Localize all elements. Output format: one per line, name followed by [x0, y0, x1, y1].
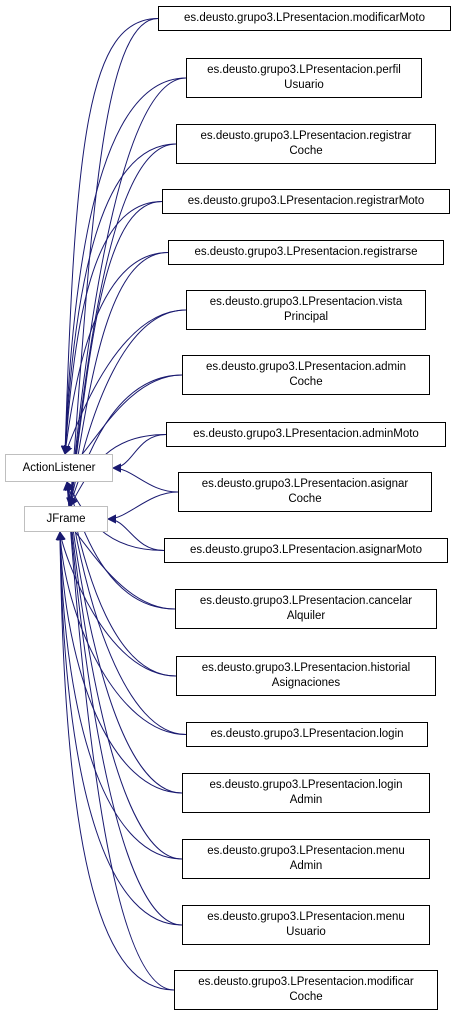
class-node-menuusuario[interactable]: es.deusto.grupo3.LPresentacion.menu Usua…	[182, 905, 430, 945]
edge-modificar_moto-to-jframe	[66, 18, 159, 507]
class-label: ActionListener	[22, 461, 96, 474]
class-node-jframe[interactable]: JFrame	[24, 506, 108, 532]
class-node-modificarmoto[interactable]: es.deusto.grupo3.LPresentacion.modificar…	[158, 6, 451, 31]
class-label: es.deusto.grupo3.LPresentacion.menu Admi…	[207, 845, 405, 872]
class-label: es.deusto.grupo3.LPresentacion.modificar…	[198, 976, 414, 1003]
class-node-admincoche[interactable]: es.deusto.grupo3.LPresentacion.admin Coc…	[182, 355, 430, 395]
edge-menu_admin-to-jframe	[55, 531, 183, 860]
edge-modificar_coche-to-jframe	[55, 531, 175, 991]
edge-registrar_coche-to-actionlistener	[60, 143, 177, 455]
class-label: es.deusto.grupo3.LPresentacion.vista Pri…	[209, 296, 403, 323]
edge-historial_asignaciones-to-jframe	[56, 531, 177, 677]
edge-registrar_moto-to-actionlistener	[61, 201, 163, 455]
class-node-registrarmoto[interactable]: es.deusto.grupo3.LPresentacion.registrar…	[162, 189, 450, 214]
class-node-loginadmin[interactable]: es.deusto.grupo3.LPresentacion.login Adm…	[182, 773, 430, 813]
class-label: es.deusto.grupo3.LPresentacion.cancelar …	[199, 595, 413, 622]
class-node-modificarcoche[interactable]: es.deusto.grupo3.LPresentacion.modificar…	[174, 970, 438, 1010]
class-node-registrarse[interactable]: es.deusto.grupo3.LPresentacion.registrar…	[168, 240, 444, 265]
class-node-historialasignaciones[interactable]: es.deusto.grupo3.LPresentacion.historial…	[176, 656, 436, 696]
edge-perfil_usuario-to-actionlistener	[60, 77, 187, 455]
class-node-actionlistener[interactable]: ActionListener	[5, 454, 113, 482]
class-label: es.deusto.grupo3.LPresentacion.adminMoto	[193, 428, 419, 440]
edge-asignar_coche-to-actionlistener	[112, 463, 179, 493]
class-node-asignarmoto[interactable]: es.deusto.grupo3.LPresentacion.asignarMo…	[164, 538, 448, 563]
edge-asignar_coche-to-jframe	[107, 491, 179, 524]
edge-admin_moto-to-actionlistener	[112, 434, 167, 473]
class-label: es.deusto.grupo3.LPresentacion.historial…	[201, 662, 411, 689]
edge-login_admin-to-actionlistener	[63, 481, 183, 794]
class-label: es.deusto.grupo3.LPresentacion.login Adm…	[209, 779, 403, 806]
edge-menu_admin-to-actionlistener	[63, 481, 183, 860]
class-node-adminmoto[interactable]: es.deusto.grupo3.LPresentacion.adminMoto	[166, 422, 446, 447]
edge-login_admin-to-jframe	[55, 531, 183, 794]
class-label: es.deusto.grupo3.LPresentacion.menu Usua…	[207, 911, 405, 938]
edge-registrarse-to-actionlistener	[61, 252, 169, 455]
edge-cancelar_alquiler-to-jframe	[56, 522, 176, 610]
edge-modificar_coche-to-actionlistener	[63, 481, 175, 991]
class-label: es.deusto.grupo3.LPresentacion.registrar…	[194, 246, 418, 258]
class-node-registrarcoche[interactable]: es.deusto.grupo3.LPresentacion.registrar…	[176, 124, 436, 164]
class-label: JFrame	[46, 512, 86, 525]
class-node-asignarcoche[interactable]: es.deusto.grupo3.LPresentacion.asignar C…	[178, 472, 432, 512]
edge-admin_coche-to-jframe	[68, 374, 183, 507]
class-node-menuadmin[interactable]: es.deusto.grupo3.LPresentacion.menu Admi…	[182, 839, 430, 879]
class-label: es.deusto.grupo3.LPresentacion.admin Coc…	[205, 361, 407, 388]
edge-asignar_moto-to-jframe	[107, 514, 165, 551]
class-label: es.deusto.grupo3.LPresentacion.registrar…	[187, 195, 425, 207]
class-node-vistaprincipal[interactable]: es.deusto.grupo3.LPresentacion.vista Pri…	[186, 290, 426, 330]
edge-perfil_usuario-to-jframe	[66, 77, 187, 507]
edge-menu_usuario-to-actionlistener	[63, 481, 183, 926]
class-label: es.deusto.grupo3.LPresentacion.modificar…	[183, 12, 425, 24]
edge-modificar_moto-to-actionlistener	[60, 18, 159, 455]
class-node-cancelaralquiler[interactable]: es.deusto.grupo3.LPresentacion.cancelar …	[175, 589, 437, 629]
class-node-login[interactable]: es.deusto.grupo3.LPresentacion.login	[186, 722, 428, 747]
edge-login-to-jframe	[55, 531, 187, 735]
edge-registrar_moto-to-jframe	[66, 201, 163, 507]
class-label: es.deusto.grupo3.LPresentacion.asignar C…	[201, 478, 409, 505]
edge-registrar_coche-to-jframe	[66, 143, 177, 507]
class-node-perfilusuario[interactable]: es.deusto.grupo3.LPresentacion.perfil Us…	[186, 58, 422, 98]
class-label: es.deusto.grupo3.LPresentacion.registrar…	[200, 130, 412, 157]
edge-menu_usuario-to-jframe	[55, 531, 183, 926]
class-label: es.deusto.grupo3.LPresentacion.asignarMo…	[189, 544, 423, 556]
class-label: es.deusto.grupo3.LPresentacion.login	[210, 728, 404, 740]
class-label: es.deusto.grupo3.LPresentacion.perfil Us…	[207, 64, 401, 91]
